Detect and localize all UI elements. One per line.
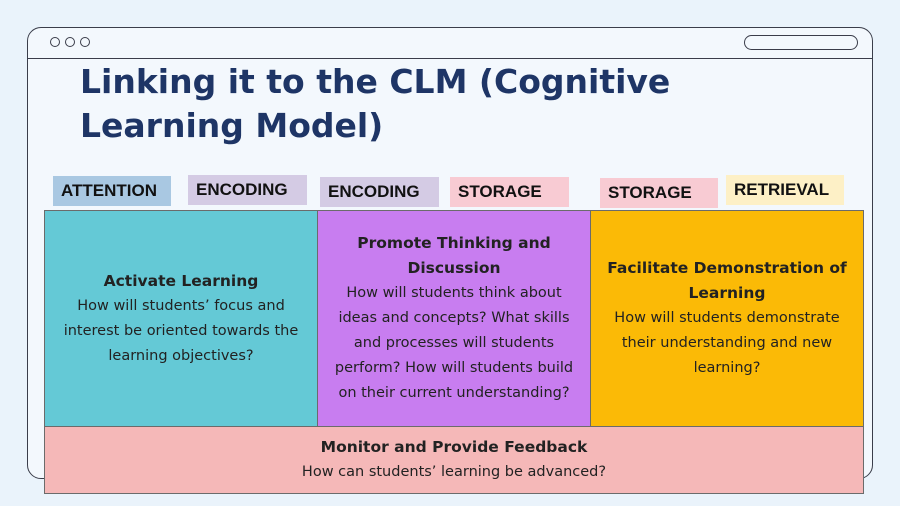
cell-heading: Monitor and Provide Feedback <box>320 438 588 456</box>
cell-monitor-feedback: Monitor and Provide Feedback How can stu… <box>44 426 864 494</box>
cell-facilitate-demonstration: Facilitate Demonstration of Learning How… <box>590 210 864 427</box>
address-bar[interactable] <box>744 35 858 50</box>
cell-body: How can students’ learning be advanced? <box>301 464 607 480</box>
label-storage-2: STORAGE <box>600 178 718 208</box>
cell-heading: Activate Learning <box>103 271 259 290</box>
label-encoding-1: ENCODING <box>188 175 307 205</box>
label-storage-1: STORAGE <box>450 177 569 207</box>
cell-activate-learning: Activate Learning How will students’ foc… <box>44 210 318 427</box>
window-titlebar <box>28 28 872 59</box>
label-retrieval: RETRIEVAL <box>726 175 844 205</box>
cell-body: How will students’ focus and interest be… <box>63 297 299 364</box>
label-encoding-2: ENCODING <box>320 177 439 207</box>
cell-heading: Promote Thinking and Discussion <box>357 234 551 277</box>
cell-body: How will students demonstrate their unde… <box>614 310 840 376</box>
cell-promote-thinking: Promote Thinking and Discussion How will… <box>317 210 591 427</box>
label-attention: ATTENTION <box>53 176 171 206</box>
window-dot-icon[interactable] <box>80 37 90 47</box>
slide-title: Linking it to the CLM (Cognitive Learnin… <box>80 62 671 145</box>
clm-table: Activate Learning How will students’ foc… <box>44 210 864 494</box>
window-dot-icon[interactable] <box>50 37 60 47</box>
cell-heading: Facilitate Demonstration of Learning <box>607 259 847 302</box>
cell-body: How will students think about ideas and … <box>334 285 574 401</box>
window-dot-icon[interactable] <box>65 37 75 47</box>
